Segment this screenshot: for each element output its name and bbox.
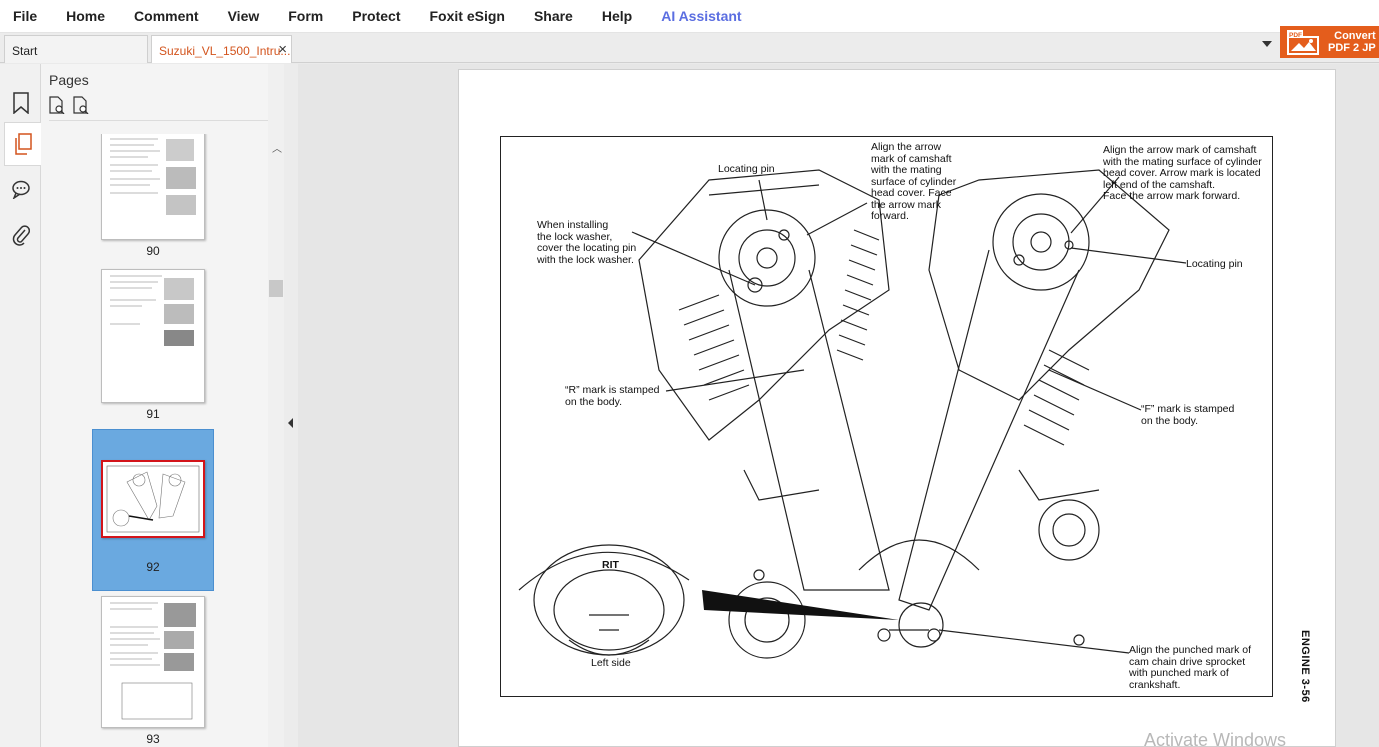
menu-foxit-esign[interactable]: Foxit eSign (429, 8, 505, 24)
page-number-label: 92 (146, 560, 160, 574)
menu-view[interactable]: View (227, 8, 260, 24)
pages-panel: Pages 90 (41, 64, 284, 747)
menu-protect[interactable]: Protect (352, 8, 401, 24)
navigation-rail (0, 64, 41, 747)
annotation-locating-pin-left: Locating pin (718, 163, 775, 175)
menu-help[interactable]: Help (601, 8, 633, 24)
thumbnail-image (101, 596, 205, 728)
pages-icon[interactable] (4, 122, 41, 166)
tab-document[interactable]: Suzuki_VL_1500_Intru... × (151, 35, 292, 63)
convert-pdf-button[interactable]: PDF Convert PDF 2 JP (1280, 26, 1379, 58)
panel-title: Pages (49, 72, 89, 88)
comment-icon[interactable] (6, 174, 36, 204)
annotation-f-mark: “F” mark is stamped on the body. (1141, 403, 1235, 427)
page-number-label: 93 (146, 732, 160, 746)
divider (49, 120, 275, 121)
menu-form[interactable]: Form (288, 8, 324, 24)
chevron-up-icon[interactable]: ︿ (272, 144, 282, 155)
pdf-image-icon: PDF (1286, 29, 1322, 55)
tab-start[interactable]: Start (4, 35, 148, 63)
thumbnail-page-90[interactable]: 90 (92, 134, 214, 258)
annotation-left-side: Left side (591, 657, 631, 669)
pdf-badge: PDF (1289, 32, 1302, 39)
tab-document-label: Suzuki_VL_1500_Intru... (159, 44, 291, 58)
annotation-punched-mark: Align the punched mark of cam chain driv… (1129, 644, 1251, 691)
insert-page-icon[interactable] (49, 96, 65, 119)
menu-file[interactable]: File (13, 8, 38, 24)
thumbnail-image (101, 269, 205, 403)
page-number-label: 91 (146, 407, 160, 421)
annotation-align-arrow-right: Align the arrow mark of camshaft with th… (1103, 144, 1262, 202)
menu-share[interactable]: Share (533, 8, 573, 24)
annotation-rit: RIT (602, 559, 619, 571)
annotation-r-mark: “R” mark is stamped on the body. (565, 384, 660, 408)
thumbnail-image (101, 460, 205, 538)
thumbnail-list: 90 91 (41, 134, 269, 747)
engine-diagram (518, 169, 1187, 659)
panel-scrollbar[interactable]: ︿ (268, 64, 284, 747)
annotation-locating-pin-right: Locating pin (1186, 258, 1243, 270)
activation-watermark: Activate Windows (1144, 730, 1287, 747)
chevron-down-icon[interactable] (1262, 41, 1272, 47)
attachment-icon[interactable] (6, 220, 36, 250)
page-section-label: ENGINE 3-56 (1299, 630, 1311, 703)
convert-line2: PDF 2 JP (1328, 42, 1376, 54)
thumbnail-page-93[interactable]: 93 (92, 596, 214, 746)
thumbnail-page-91[interactable]: 91 (92, 269, 214, 421)
close-icon[interactable]: × (278, 41, 287, 58)
diagram-frame (500, 136, 1273, 697)
annotation-lock-washer: When installing the lock washer, cover t… (537, 219, 637, 266)
page-number-label: 90 (146, 244, 160, 258)
scrollbar-thumb[interactable] (269, 280, 283, 297)
menu-comment[interactable]: Comment (134, 8, 199, 24)
menu-ai-assistant[interactable]: AI Assistant (661, 8, 742, 24)
menu-home[interactable]: Home (66, 8, 106, 24)
menu-bar: File Home Comment View Form Protect Foxi… (0, 0, 1379, 33)
tab-bar: Start Suzuki_VL_1500_Intru... × (0, 33, 1379, 63)
page-options-icon[interactable] (73, 96, 89, 119)
panel-collapse-splitter[interactable] (284, 64, 298, 747)
convert-line1: Convert (1334, 30, 1376, 42)
annotation-align-arrow-left: Align the arrow mark of camshaft with th… (871, 141, 957, 222)
document-view[interactable]: Locating pin When installing the lock wa… (298, 64, 1379, 747)
pdf-page: Locating pin When installing the lock wa… (458, 69, 1336, 747)
bookmark-icon[interactable] (6, 88, 36, 118)
thumbnail-page-92-selected[interactable]: 92 (92, 429, 214, 591)
collapse-arrow-icon[interactable] (288, 418, 293, 428)
thumbnail-image (101, 134, 205, 240)
